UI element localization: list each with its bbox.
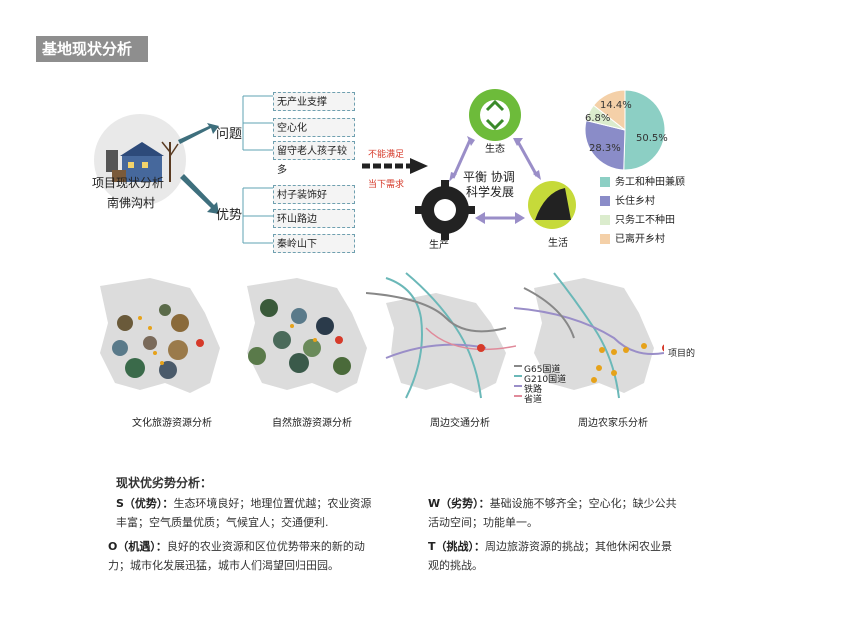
map-caption: 周边交通分析 — [430, 418, 490, 429]
legend-item: 只务工不种田 — [600, 215, 675, 227]
pie-label-1: 28.3% — [589, 143, 621, 154]
pie-slice-1 — [584, 119, 626, 171]
traffic-legend-item: G65国道 — [524, 365, 561, 375]
page-title: 基地现状分析 — [36, 36, 148, 62]
cycle-production-label: 生产 — [429, 240, 449, 251]
arrow-note-bottom: 当下需求 — [368, 180, 405, 190]
swot-o-line2: 力；城市化发展迅猛，城市人们渴望回归田园。 — [108, 559, 339, 572]
traffic-legend-item: 铁路 — [524, 385, 543, 395]
map-farmstay — [514, 272, 664, 399]
project-site-label: 项目的 — [668, 349, 696, 359]
project-label-line2: 南佛沟村 — [107, 196, 156, 210]
arrow-note-top: 不能满足 — [368, 150, 405, 160]
problem-item: 空心化 — [273, 118, 355, 137]
recycle-icon — [469, 89, 521, 141]
gear-icon — [415, 180, 475, 240]
map-caption: 周边农家乐分析 — [578, 418, 648, 429]
project-illustration — [94, 114, 186, 206]
pie-label-0: 50.5% — [636, 133, 668, 144]
swot-s-line1: S（优势）：生态环境良好；地理位置优越；农业资源 — [116, 497, 372, 510]
swot-w-line2: 活动空间；功能单一。 — [428, 516, 538, 529]
swot-heading: 现状优劣势分析： — [116, 476, 213, 490]
cycle-life-label: 生活 — [548, 238, 568, 249]
project-label-line1: 项目现状分析 — [92, 176, 165, 190]
advantage-label: 优势 — [216, 208, 243, 223]
legend-swatch — [600, 234, 610, 244]
swot-w-line1: W（劣势）：基础设施不够齐全；空心化；缺少公共 — [428, 497, 677, 510]
problem-label: 问题 — [216, 127, 243, 142]
legend-swatch — [600, 215, 610, 225]
swot-o-line1: O（机遇）：良好的农业资源和区位优势带来的新的动 — [108, 540, 365, 553]
advantage-item: 秦岭山下 — [273, 234, 355, 253]
cycle-eco-label: 生态 — [485, 144, 505, 155]
map-nature — [247, 278, 367, 393]
balance-line2: 科学发展 — [466, 185, 515, 199]
map-culture — [100, 278, 220, 393]
pie-label-3: 14.4% — [600, 100, 632, 111]
balance-line1: 平衡 协调 — [463, 170, 515, 184]
traffic-legend-lines — [514, 365, 522, 397]
swot-t-line2: 观的挑战。 — [428, 559, 483, 572]
problem-item: 留守老人孩子较多 — [273, 141, 355, 176]
dashed-arrow-icon — [362, 158, 428, 174]
legend-swatch — [600, 177, 610, 187]
cycle-diagram — [415, 89, 576, 240]
pie-label-2: 6.8% — [585, 113, 611, 124]
traffic-legend-item: G210国道 — [524, 375, 567, 385]
pie-chart — [584, 89, 666, 171]
swot-s-line2: 丰富；空气质量优质；气候宜人；交通便利. — [116, 516, 329, 529]
legend-item: 已离开乡村 — [600, 234, 665, 246]
traffic-legend-item: 省道 — [524, 395, 543, 405]
problem-item: 无产业支撑 — [273, 92, 355, 111]
map-caption: 自然旅游资源分析 — [272, 418, 352, 429]
map-traffic — [366, 272, 516, 399]
branch-lines — [178, 95, 273, 244]
legend-swatch — [600, 196, 610, 206]
advantage-item: 村子装饰好 — [273, 185, 355, 204]
legend-item: 长住乡村 — [600, 196, 655, 208]
pie-slice-3 — [592, 89, 626, 132]
life-icon — [528, 181, 576, 229]
pie-slice-0 — [623, 89, 666, 171]
map-caption: 文化旅游资源分析 — [132, 418, 212, 429]
swot-t-line1: T（挑战）：周边旅游资源的挑战；其他休闲农业景 — [428, 540, 673, 553]
advantage-item: 环山路边 — [273, 209, 355, 228]
legend-item: 务工和种田兼顾 — [600, 177, 685, 189]
